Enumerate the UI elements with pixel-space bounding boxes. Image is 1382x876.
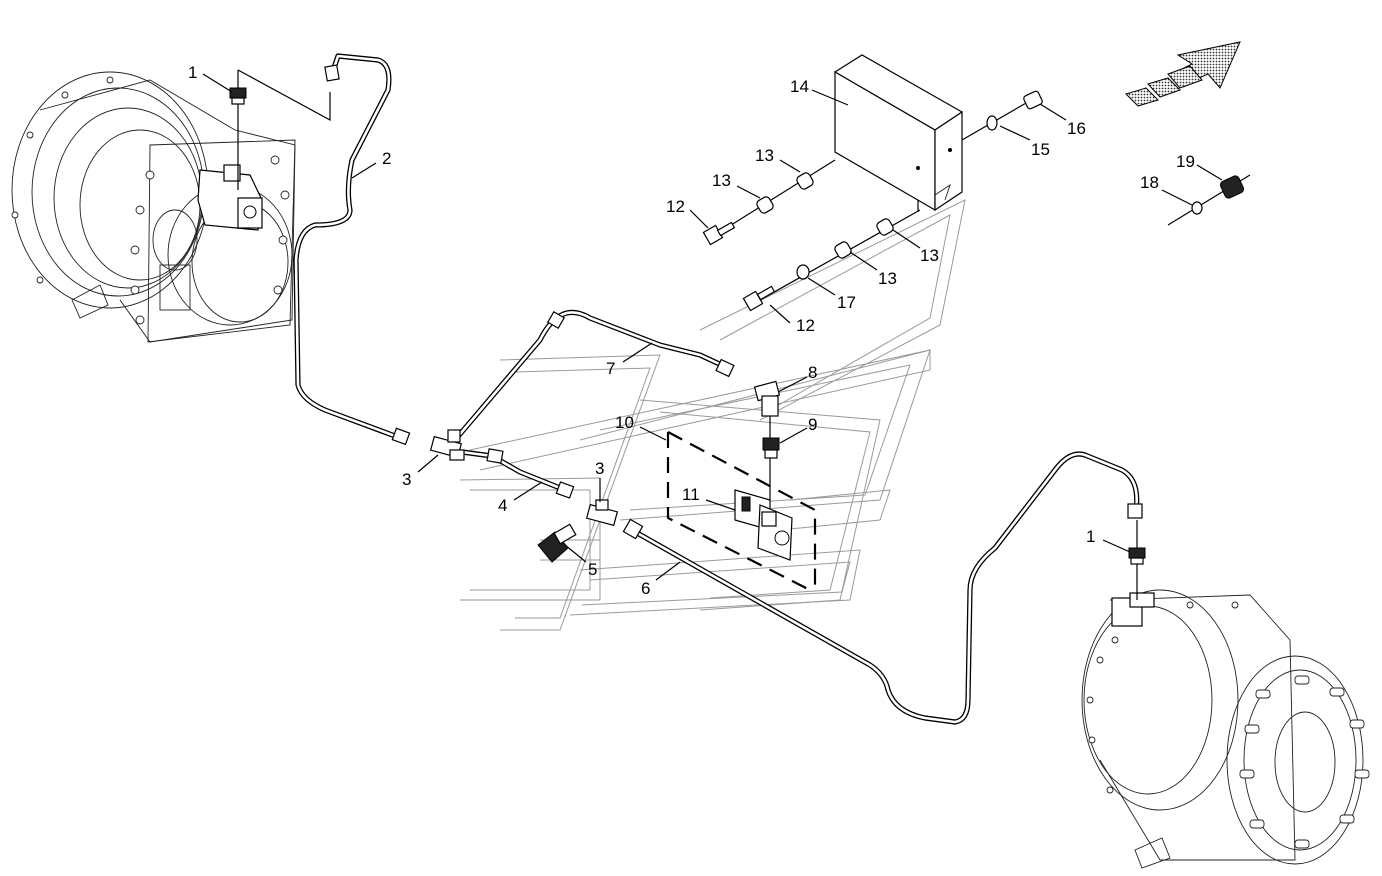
hardware-18-19 [1167,174,1251,226]
label-part-3-left: 3 [402,470,411,489]
label-part-19: 19 [1176,152,1195,171]
direction-arrow-icon [1125,41,1241,107]
label-part-9: 9 [808,415,817,434]
ghost-frame-outline [459,199,966,631]
label-part-11: 11 [682,485,700,504]
part-number-labels: 1 2 3 3 4 5 6 7 8 9 10 11 12 12 13 13 13… [188,63,1195,598]
bolt-12-lower [742,209,921,312]
fitting-1-right [1128,520,1146,600]
label-part-13-d: 13 [878,269,897,288]
label-part-10: 10 [615,413,634,432]
label-part-16: 16 [1067,119,1086,138]
label-part-18: 18 [1140,173,1159,192]
pipe-6 [629,451,1140,725]
label-part-8: 8 [808,363,817,382]
sensor-5 [537,523,577,563]
label-part-12-lower: 12 [796,316,815,335]
label-part-13-c: 13 [920,246,939,265]
right-wheel-hub-motor [1081,589,1370,869]
label-part-6: 6 [641,579,650,598]
pipe-7 [452,309,731,443]
label-part-15: 15 [1031,140,1050,159]
fitting-9 [762,437,780,459]
bolt-12-upper [702,159,836,246]
bracket-14 [833,54,964,212]
tee-fitting-3b [585,499,619,527]
pipe-4 [459,449,568,493]
label-part-17: 17 [837,293,856,312]
label-part-3-right: 3 [595,459,604,478]
label-part-14: 14 [790,77,809,96]
label-part-12-upper: 12 [666,197,685,216]
label-part-1-right: 1 [1086,527,1095,546]
label-part-1-left: 1 [188,63,197,82]
label-part-7: 7 [606,359,615,378]
hardware-15-16 [961,90,1043,141]
pipe-2 [293,53,398,439]
fitting-1-left [229,69,331,190]
label-part-2: 2 [382,149,391,168]
label-part-13-a: 13 [755,146,774,165]
label-part-4: 4 [498,496,507,515]
tee-fitting-3a [429,429,465,461]
label-part-13-b: 13 [712,171,731,190]
leader-lines [202,73,1223,581]
left-wheel-hub-motor [11,71,296,343]
valve-assembly-10 [666,431,817,591]
label-part-5: 5 [588,560,597,579]
pipe-fittings [324,64,1143,540]
